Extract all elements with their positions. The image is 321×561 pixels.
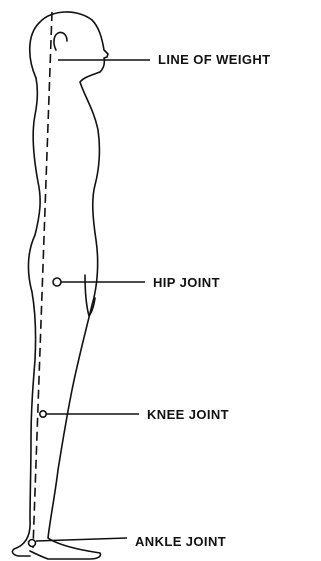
body-front-contour — [30, 12, 108, 559]
label-line-of-weight: LINE OF WEIGHT — [158, 52, 270, 68]
ear-contour — [54, 32, 67, 50]
label-knee-joint: KNEE JOINT — [147, 407, 229, 423]
hip-joint-marker — [53, 278, 61, 286]
label-ankle-joint: ANKLE JOINT — [135, 534, 226, 550]
hand-contour — [85, 275, 95, 316]
line-of-weight — [33, 12, 52, 548]
body-back-contour — [12, 78, 40, 556]
label-hip-joint: HIP JOINT — [153, 275, 220, 291]
knee-joint-marker — [40, 411, 46, 417]
ankle-joint-marker — [29, 540, 36, 547]
